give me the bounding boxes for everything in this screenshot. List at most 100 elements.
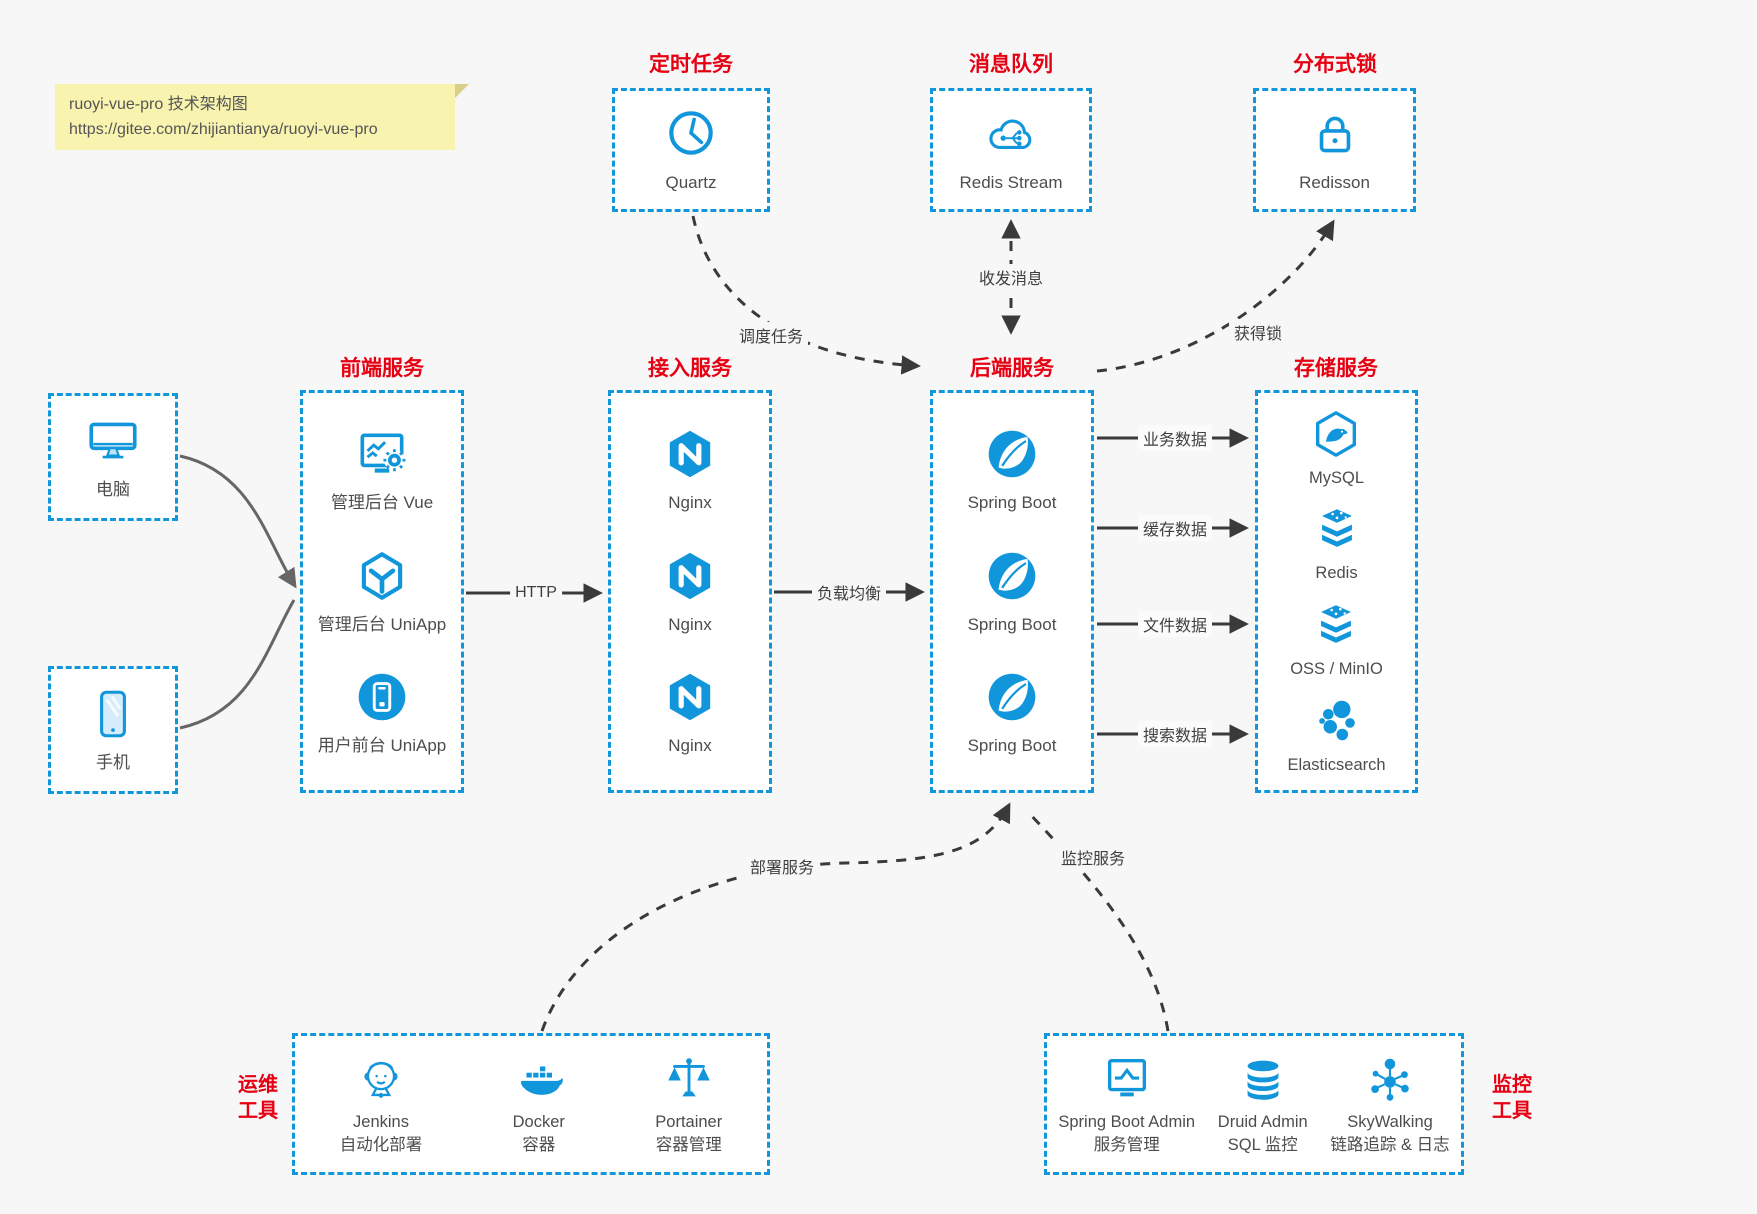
- box-backend: Spring Boot Spring Boot Spring Boot: [930, 390, 1094, 793]
- smartphone-icon: [84, 685, 142, 743]
- node-admin-vue: 管理后台 Vue: [331, 425, 433, 515]
- ops-title-line1: 运维: [238, 1074, 278, 1096]
- edge-label-load-balance: 负载均衡: [811, 579, 887, 605]
- node-druid-admin: Druid Admin SQL 监控: [1218, 1052, 1308, 1156]
- node-phone: 手机: [84, 685, 142, 775]
- box-redis-stream: Redis Stream: [930, 88, 1092, 212]
- box-quartz: Quartz: [612, 88, 770, 212]
- edge-label-cache-data: 缓存数据: [1137, 515, 1213, 541]
- node-label: Redis: [1315, 564, 1358, 583]
- note-fold-corner: [455, 84, 469, 98]
- ops-title-line2: 工具: [238, 1100, 278, 1122]
- tool-name: Portainer: [655, 1113, 723, 1132]
- node-redis-stream: Redis Stream: [960, 105, 1062, 195]
- uniapp-cube-icon: [353, 547, 411, 605]
- sticky-note: ruoyi-vue-pro 技术架构图 https://gitee.com/zh…: [55, 84, 469, 150]
- node-label: MySQL: [1308, 468, 1364, 487]
- edge-label-lock: 获得锁: [1228, 319, 1288, 345]
- node-label: SkyWalking 链路追踪 & 日志: [1330, 1111, 1449, 1156]
- monitor-title-line2: 工具: [1492, 1100, 1532, 1122]
- mobile-app-icon: [353, 668, 411, 726]
- node-label: Jenkins 自动化部署: [340, 1111, 423, 1156]
- section-title-message-queue: 消息队列: [969, 53, 1053, 76]
- node-label: Docker 容器: [513, 1111, 565, 1156]
- node-label: 管理后台 UniApp: [317, 614, 447, 634]
- nginx-icon: [661, 425, 719, 483]
- database-icon: [1236, 1052, 1290, 1106]
- edge-deploy: [540, 802, 1011, 1032]
- box-redisson: Redisson: [1253, 88, 1416, 212]
- nginx-icon: [661, 668, 719, 726]
- edge-label-business-data: 业务数据: [1137, 425, 1213, 451]
- node-label: 管理后台 Vue: [330, 492, 434, 512]
- section-title-gateway: 接入服务: [648, 357, 732, 380]
- section-title-distributed-lock: 分布式锁: [1293, 53, 1377, 76]
- edge-phone-to-frontend: [179, 599, 296, 730]
- section-title-ops-tools: 运维 工具: [228, 1072, 288, 1124]
- tool-name: SkyWalking: [1347, 1113, 1433, 1132]
- edge-lock: [1096, 219, 1335, 373]
- edge-label-deploy: 部署服务: [744, 853, 820, 879]
- note-title: ruoyi-vue-pro 技术架构图: [69, 96, 248, 113]
- edge-pc-to-frontend: [179, 454, 297, 589]
- node-label: 电脑: [96, 480, 130, 500]
- node-label: Nginx: [668, 492, 712, 512]
- edge-label-file-data: 文件数据: [1137, 611, 1213, 637]
- redis-stack-icon: [1310, 502, 1364, 556]
- node-oss-minio: OSS / MinIO: [1290, 598, 1383, 680]
- tool-desc: SQL 监控: [1227, 1135, 1298, 1154]
- node-label: Portainer 容器管理: [655, 1111, 722, 1156]
- box-gateway: Nginx Nginx Nginx: [608, 390, 772, 793]
- node-user-uniapp: 用户前台 UniApp: [318, 668, 446, 758]
- node-label: Spring Boot Admin 服务管理: [1058, 1111, 1195, 1156]
- node-docker: Docker 容器: [512, 1052, 566, 1156]
- edge-label-search-data: 搜索数据: [1137, 721, 1213, 747]
- node-springboot-2: Spring Boot: [967, 547, 1057, 637]
- node-label: Quartz: [665, 173, 717, 193]
- nginx-icon: [661, 547, 719, 605]
- tool-desc: 服务管理: [1093, 1135, 1160, 1154]
- node-skywalking: SkyWalking 链路追踪 & 日志: [1330, 1052, 1450, 1156]
- box-storage: MySQL Redis OSS / MinIO Elasticsearch: [1255, 390, 1418, 793]
- node-redis: Redis: [1310, 502, 1364, 584]
- section-title-monitor-tools: 监控 工具: [1482, 1072, 1542, 1124]
- tool-name: Docker: [512, 1113, 565, 1132]
- portainer-scales-icon: [662, 1052, 716, 1106]
- tool-desc: 链路追踪 & 日志: [1330, 1135, 1450, 1154]
- object-storage-icon: [1309, 598, 1363, 652]
- node-admin-uniapp: 管理后台 UniApp: [318, 547, 446, 637]
- section-title-frontend: 前端服务: [340, 357, 424, 380]
- lock-icon: [1306, 105, 1364, 163]
- node-elasticsearch: Elasticsearch: [1287, 694, 1386, 776]
- tool-desc: 容器管理: [655, 1135, 722, 1154]
- node-label: Druid Admin SQL 监控: [1218, 1111, 1308, 1156]
- node-label: 用户前台 UniApp: [317, 736, 447, 756]
- box-monitor-tools: Spring Boot Admin 服务管理 Druid Admin SQL 监…: [1044, 1033, 1464, 1175]
- section-title-scheduled-jobs: 定时任务: [649, 53, 733, 76]
- edge-label-monitor: 监控服务: [1055, 844, 1131, 870]
- node-redisson: Redisson: [1299, 105, 1370, 195]
- note-url: https://gitee.com/zhijiantianya/ruoyi-vu…: [69, 120, 378, 138]
- node-mysql: MySQL: [1309, 407, 1364, 489]
- spring-boot-admin-icon: [1100, 1052, 1154, 1106]
- section-title-backend: 后端服务: [970, 357, 1054, 380]
- tool-desc: 自动化部署: [339, 1135, 423, 1154]
- tool-name: Jenkins: [353, 1113, 409, 1132]
- skywalking-topology-icon: [1363, 1052, 1417, 1106]
- node-label: OSS / MinIO: [1290, 660, 1383, 679]
- box-mobile-client: 手机: [48, 666, 178, 794]
- node-label: Nginx: [668, 614, 712, 634]
- jenkins-icon: [354, 1052, 408, 1106]
- cloud-message-icon: [982, 105, 1040, 163]
- node-label: Spring Boot: [967, 492, 1057, 512]
- node-springboot-3: Spring Boot: [968, 668, 1056, 758]
- node-portainer: Portainer 容器管理: [655, 1052, 722, 1156]
- clock-icon: [662, 105, 720, 163]
- node-label: Spring Boot: [967, 614, 1057, 634]
- edge-label-messaging: 收发消息: [973, 264, 1049, 290]
- monitor-title-line1: 监控: [1492, 1074, 1532, 1096]
- node-quartz: Quartz: [662, 105, 720, 195]
- node-label: Elasticsearch: [1287, 756, 1386, 775]
- docker-icon: [512, 1052, 566, 1106]
